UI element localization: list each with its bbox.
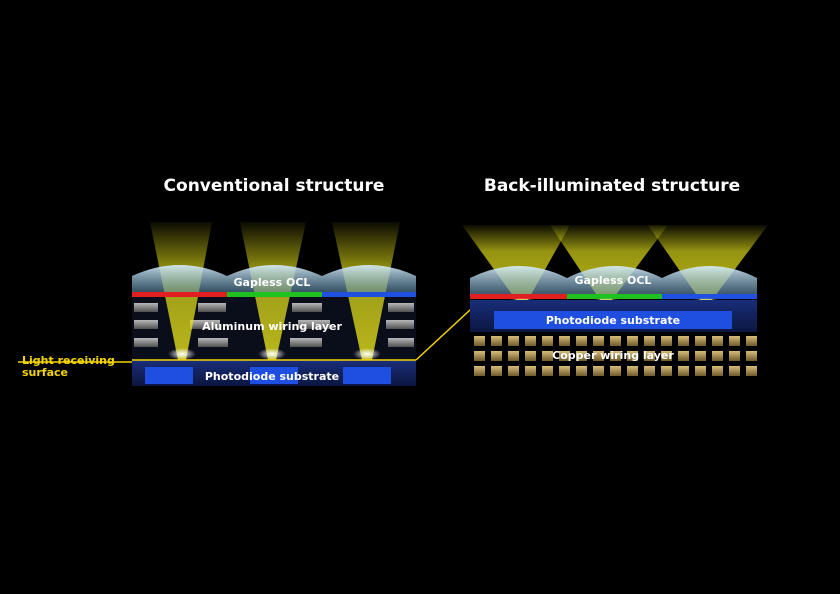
glow-spot-3 <box>353 348 381 360</box>
copper-block <box>695 366 706 376</box>
copper-block <box>746 351 757 361</box>
copper-block <box>644 366 655 376</box>
copper-block <box>525 351 536 361</box>
copper-block <box>508 336 519 346</box>
copper-block <box>661 366 672 376</box>
conventional-lens-3 <box>322 265 416 292</box>
photodiode-1 <box>145 367 193 384</box>
copper-block <box>508 366 519 376</box>
copper-block <box>678 336 689 346</box>
conventional-substrate-label: Photodiode substrate <box>205 370 339 383</box>
copper-wiring-label: Copper wiring layer <box>552 349 674 362</box>
copper-block <box>474 366 485 376</box>
light-receiving-line2: surface <box>22 366 68 379</box>
copper-block <box>542 351 553 361</box>
copper-block <box>474 351 485 361</box>
back-ocl-label: Gapless OCL <box>575 274 652 287</box>
copper-wiring-blocks <box>474 336 757 376</box>
back-beam-1 <box>462 225 570 300</box>
copper-block <box>491 336 502 346</box>
copper-block <box>661 351 672 361</box>
copper-block <box>712 366 723 376</box>
back-illuminated-title: Back-illuminated structure <box>483 176 741 196</box>
copper-block <box>610 351 621 361</box>
copper-block <box>712 336 723 346</box>
back-substrate-label: Photodiode substrate <box>546 314 680 327</box>
copper-block <box>559 366 570 376</box>
copper-block <box>542 336 553 346</box>
back-photodiode <box>494 311 732 329</box>
conventional-lens-2 <box>227 265 322 292</box>
glow-spot-1 <box>168 348 196 360</box>
filter-blue <box>322 292 416 297</box>
filter-green <box>227 292 322 297</box>
copper-block <box>559 336 570 346</box>
copper-block <box>627 351 638 361</box>
copper-block <box>644 351 655 361</box>
back-lens-1 <box>470 266 567 296</box>
filter-red <box>132 292 227 297</box>
copper-block <box>627 336 638 346</box>
photodiode-3 <box>343 367 391 384</box>
copper-block <box>559 351 570 361</box>
copper-block <box>593 366 604 376</box>
copper-block <box>661 336 672 346</box>
copper-block <box>746 366 757 376</box>
copper-block <box>576 336 587 346</box>
copper-block <box>576 351 587 361</box>
light-receiving-line1: Light receiving <box>22 354 115 367</box>
copper-block <box>491 366 502 376</box>
copper-block <box>474 336 485 346</box>
copper-block <box>712 351 723 361</box>
back-filter-green <box>567 294 662 299</box>
conventional-lens-1 <box>132 265 227 292</box>
copper-block <box>576 366 587 376</box>
conventional-diagram: Gapless OCL Aluminum wiring layer Photod… <box>132 222 416 386</box>
copper-block <box>729 351 740 361</box>
back-beam-3 <box>648 225 768 300</box>
copper-block <box>729 366 740 376</box>
copper-block <box>610 336 621 346</box>
back-illuminated-diagram: Photodiode substrate Gapless OCL Copper … <box>462 225 768 376</box>
conventional-ocl-label: Gapless OCL <box>234 276 311 289</box>
aluminum-wiring-blocks <box>134 303 414 347</box>
back-filter-blue <box>662 294 757 299</box>
copper-block <box>729 336 740 346</box>
back-beam-2 <box>550 225 668 300</box>
aluminum-wiring-label: Aluminum wiring layer <box>202 320 342 333</box>
copper-block <box>508 351 519 361</box>
copper-block <box>593 336 604 346</box>
copper-block <box>593 351 604 361</box>
glow-spot-2 <box>258 348 286 360</box>
light-receiving-surface-label: Light receiving surface <box>22 355 115 379</box>
copper-block <box>695 351 706 361</box>
back-lens-2 <box>567 266 662 296</box>
conventional-title: Conventional structure <box>163 176 385 196</box>
copper-block <box>525 336 536 346</box>
copper-block <box>678 351 689 361</box>
copper-block <box>525 366 536 376</box>
copper-block <box>627 366 638 376</box>
copper-block <box>644 336 655 346</box>
copper-block <box>746 336 757 346</box>
copper-block <box>542 366 553 376</box>
copper-block <box>678 366 689 376</box>
back-lens-3 <box>662 266 757 296</box>
copper-block <box>610 366 621 376</box>
photodiode-2 <box>250 367 298 384</box>
back-filter-red <box>470 294 567 299</box>
copper-block <box>491 351 502 361</box>
copper-block <box>695 336 706 346</box>
